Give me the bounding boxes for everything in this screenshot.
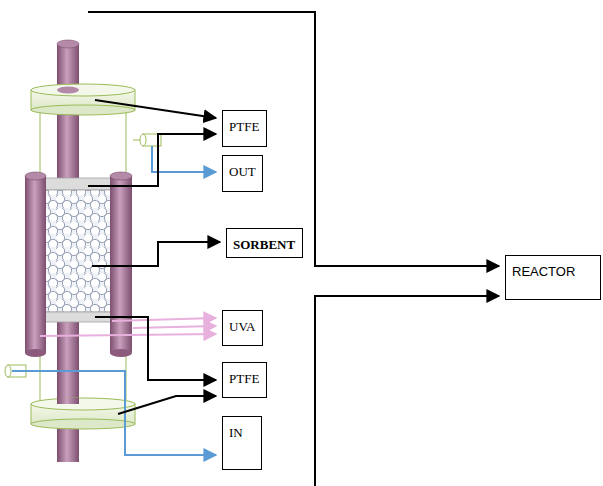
label-text: UVA: [229, 319, 256, 335]
part-label: PTFE: [222, 362, 267, 398]
part-label: OUT: [222, 155, 263, 192]
outlet-connector: [133, 134, 161, 146]
label-text: PTFE: [229, 119, 259, 135]
top-flange: [31, 84, 135, 115]
sorbent-column: [45, 178, 111, 322]
part-label: UVA: [222, 310, 263, 346]
part-label: IN: [222, 416, 262, 470]
label-text: REACTOR: [512, 264, 575, 280]
label-text: SORBENT: [233, 237, 295, 253]
part-label: SORBENT: [226, 228, 303, 258]
assembly-label: REACTOR: [505, 255, 601, 300]
uv-ray: [40, 318, 216, 336]
label-text: PTFE: [229, 371, 259, 387]
flow-line: [12, 146, 216, 455]
uv-lamp: [25, 172, 132, 357]
label-text: OUT: [229, 164, 256, 180]
label-text: IN: [229, 425, 243, 441]
leader-line: [88, 12, 499, 486]
part-label: PTFE: [222, 110, 267, 147]
